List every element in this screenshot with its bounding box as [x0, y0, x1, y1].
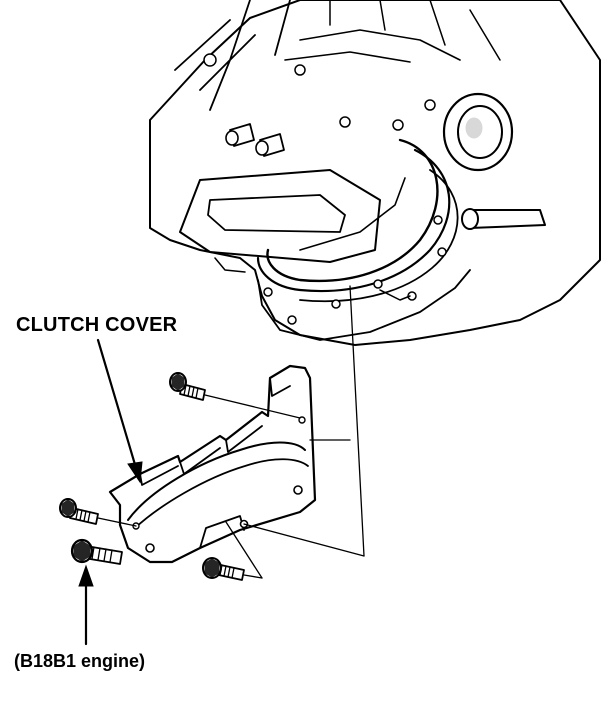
seal-housing — [256, 138, 459, 303]
clutch-cover-label: CLUTCH COVER — [16, 314, 178, 336]
clutch-cover-callout-arrow — [96, 338, 143, 484]
engine-callout-arrow — [78, 564, 94, 646]
oil-seal — [442, 92, 514, 172]
bolt-bottom — [202, 557, 245, 581]
alignment-lines — [97, 285, 365, 579]
engine-note-label: (B18B1 engine) — [14, 651, 146, 671]
engine-block — [149, 0, 601, 346]
bolt-left — [59, 498, 99, 525]
bolt-top — [169, 372, 206, 401]
bolt-b18b1 — [70, 538, 123, 565]
